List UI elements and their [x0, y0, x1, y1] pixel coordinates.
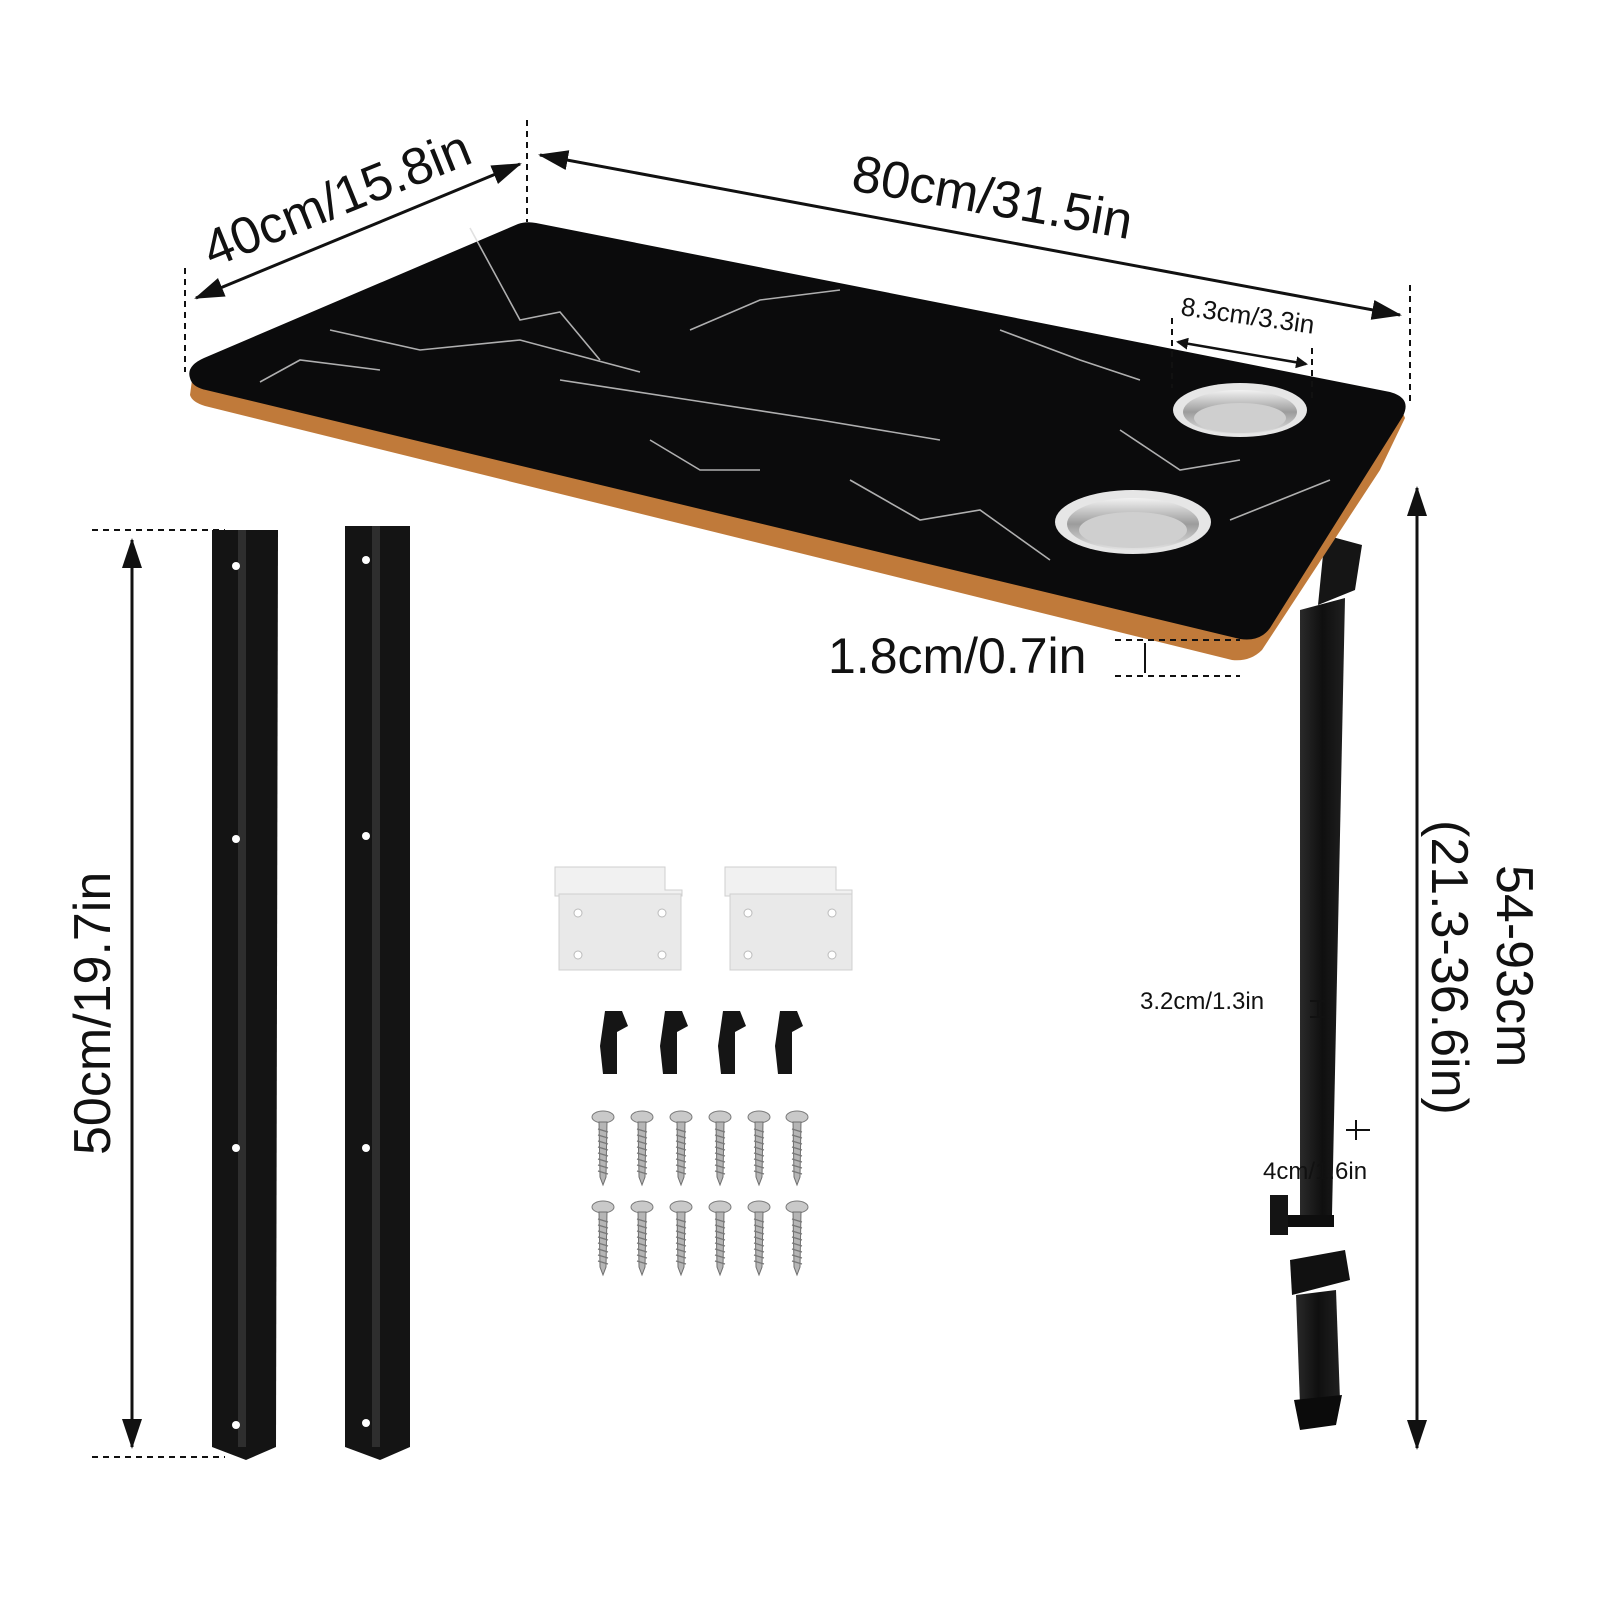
wall-rail-left — [212, 530, 278, 1460]
screw — [591, 1200, 615, 1277]
table-leg — [1270, 535, 1362, 1430]
cup-holder-label: 8.3cm/3.3in — [1179, 291, 1316, 339]
rail-length-label: 50cm/19.7in — [64, 872, 122, 1155]
screw — [785, 1110, 809, 1187]
wall-rail-right — [345, 526, 410, 1460]
screw — [630, 1200, 654, 1277]
tabletop — [189, 222, 1406, 661]
screw — [708, 1110, 732, 1187]
dimension-lines — [92, 120, 1427, 1458]
screw-set — [591, 1110, 809, 1277]
screw — [785, 1200, 809, 1277]
screw — [669, 1200, 693, 1277]
lower-leg-diameter-label: 4cm/1.6in — [1263, 1158, 1367, 1185]
upper-leg-diameter-label: 3.2cm/1.3in — [1140, 988, 1264, 1015]
width-label: 80cm/31.5in — [848, 145, 1137, 251]
screw — [669, 1110, 693, 1187]
thickness-label: 1.8cm/0.7in — [828, 628, 1086, 684]
clip-set — [600, 1011, 803, 1074]
screw — [708, 1200, 732, 1277]
mounting-bracket-left — [554, 866, 683, 971]
screw — [591, 1110, 615, 1187]
leg-height-imperial-label: (21.3-36.6in) — [1420, 820, 1478, 1115]
cup-holder-back — [1173, 383, 1307, 437]
screw — [747, 1200, 771, 1277]
cup-holder-front — [1055, 490, 1211, 554]
screw — [630, 1110, 654, 1187]
screw — [747, 1110, 771, 1187]
mounting-bracket-right — [724, 866, 853, 971]
leg-height-metric-label: 54-93cm — [1485, 865, 1543, 1067]
